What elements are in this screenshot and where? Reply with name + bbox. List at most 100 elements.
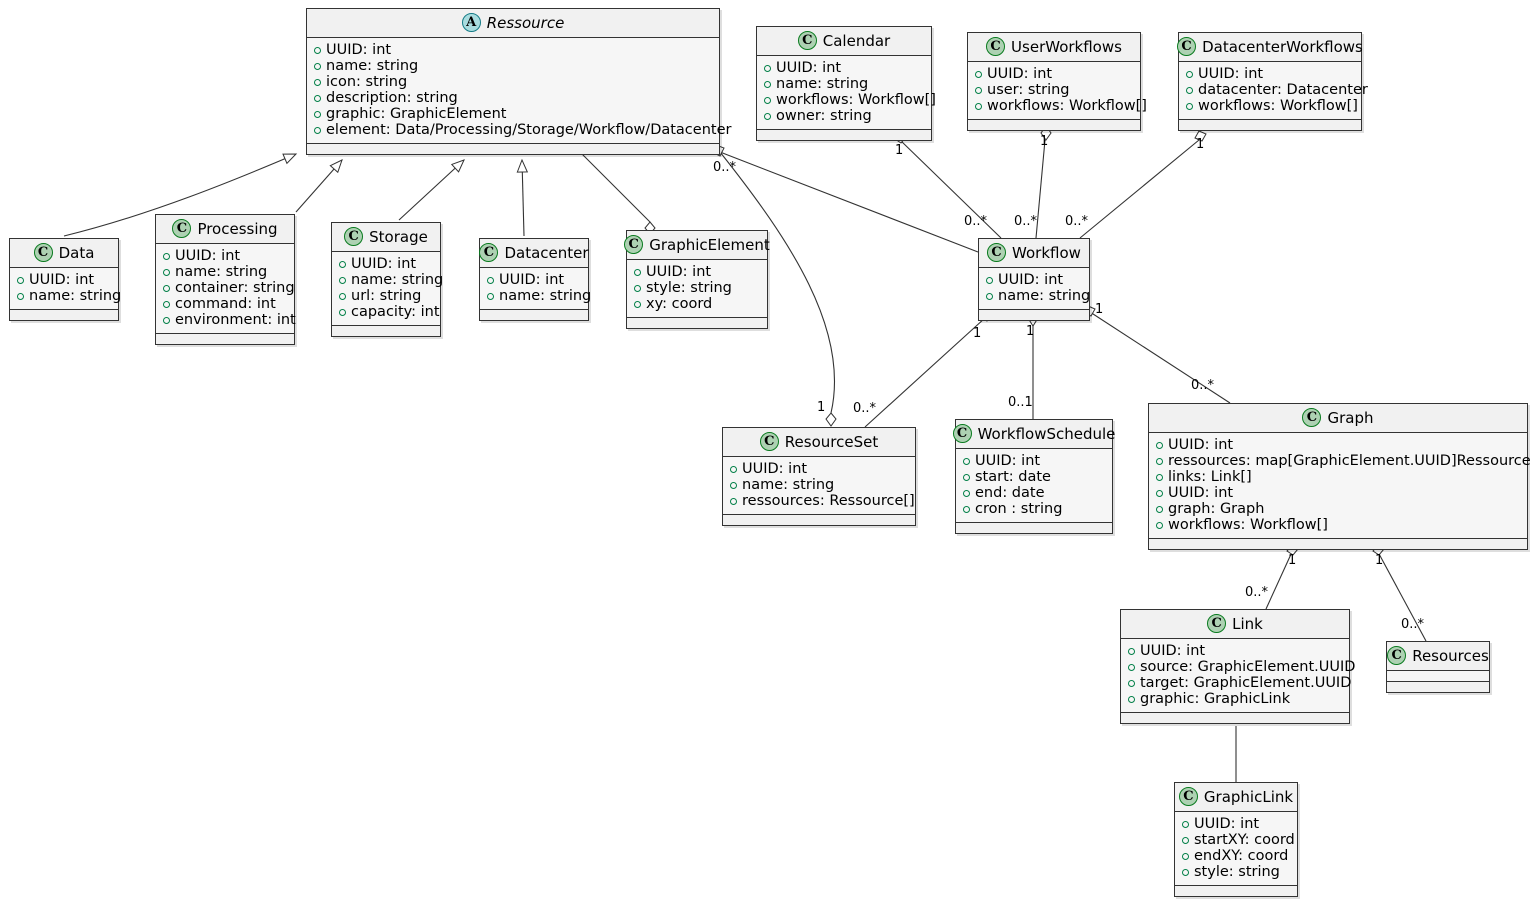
public-visibility-icon [975, 70, 982, 78]
public-visibility-icon [764, 96, 771, 104]
public-visibility-icon [314, 94, 321, 102]
attribute-label: target: GraphicElement.UUID [1140, 675, 1352, 691]
multiplicity-label: 0..* [1401, 617, 1425, 632]
class-name-datacenter: Datacenter [504, 243, 589, 262]
attribute-row: workflows: Workflow[] [1155, 517, 1521, 533]
attribute-row: UUID: int [162, 248, 288, 264]
attribute-label: icon: string [326, 74, 408, 90]
attribute-label: style: string [646, 280, 732, 296]
class-methods-resourceset [723, 514, 915, 525]
public-visibility-icon [634, 300, 641, 308]
class-name-resources: Resources [1412, 646, 1489, 665]
class-name-graphicelement: GraphicElement [649, 235, 770, 254]
attribute-label: name: string [776, 76, 869, 92]
class-name-calendar: Calendar [822, 31, 891, 50]
public-visibility-icon [1182, 852, 1189, 860]
attribute-label: url: string [351, 288, 422, 304]
attribute-label: environment: int [175, 312, 296, 328]
public-visibility-icon [975, 102, 982, 110]
attribute-label: graph: Graph [1168, 501, 1265, 517]
class-methods-datacenter [480, 309, 588, 320]
attribute-label: command: int [175, 296, 276, 312]
attribute-label: UUID: int [499, 272, 565, 288]
multiplicity-label: 1 [1375, 553, 1384, 568]
public-visibility-icon [339, 308, 346, 316]
attribute-row: UUID: int [962, 453, 1106, 469]
attribute-row: UUID: int [1155, 437, 1521, 453]
class-icon: C [1177, 37, 1197, 56]
attribute-row: graph: Graph [1155, 501, 1521, 517]
public-visibility-icon [1182, 836, 1189, 844]
attribute-row: name: string [985, 288, 1090, 304]
multiplicity-label: 0..* [1245, 585, 1269, 600]
public-visibility-icon [1128, 679, 1135, 687]
attribute-label: workflows: Workflow[] [1198, 98, 1358, 114]
attribute-row: ressources: Ressource[] [729, 493, 915, 509]
attribute-label: name: string [499, 288, 592, 304]
class-methods-graph [1149, 538, 1527, 549]
multiplicity-label: 0..1 [1008, 395, 1033, 410]
attribute-label: UUID: int [1198, 66, 1264, 82]
attribute-label: name: string [29, 288, 122, 304]
class-icon: C [172, 219, 192, 238]
public-visibility-icon [17, 292, 24, 300]
public-visibility-icon [1128, 663, 1135, 671]
attribute-row: command: int [162, 296, 288, 312]
class-methods-processing [156, 333, 294, 344]
public-visibility-icon [986, 276, 993, 284]
attribute-row: UUID: int [1155, 485, 1521, 501]
attribute-label: UUID: int [646, 264, 712, 280]
class-name-graphiclink: GraphicLink [1203, 787, 1294, 806]
attribute-row: UUID: int [974, 66, 1134, 82]
attribute-row: datacenter: Datacenter [1185, 82, 1368, 98]
public-visibility-icon [1156, 441, 1163, 449]
attribute-label: UUID: int [776, 60, 842, 76]
attribute-label: graphic: GraphicElement [326, 106, 507, 122]
public-visibility-icon [963, 505, 970, 513]
multiplicity-label: 0..* [1065, 214, 1089, 229]
class-name-storage: Storage [369, 227, 428, 246]
attribute-label: xy: coord [646, 296, 713, 312]
class-icon: C [952, 424, 972, 443]
class-methods-storage [332, 325, 440, 336]
edge-storage-to-ressource [398, 159, 465, 221]
class-name-ressource: Ressource [486, 13, 565, 32]
public-visibility-icon [1186, 102, 1193, 110]
public-visibility-icon [163, 252, 170, 260]
abstract-class-icon: A [461, 13, 481, 32]
public-visibility-icon [986, 292, 993, 300]
public-visibility-icon [163, 284, 170, 292]
class-methods-workflow [979, 309, 1089, 320]
attribute-row: ressources: map[GraphicElement.UUID]Ress… [1155, 453, 1531, 469]
attribute-row: url: string [338, 288, 434, 304]
public-visibility-icon [163, 300, 170, 308]
